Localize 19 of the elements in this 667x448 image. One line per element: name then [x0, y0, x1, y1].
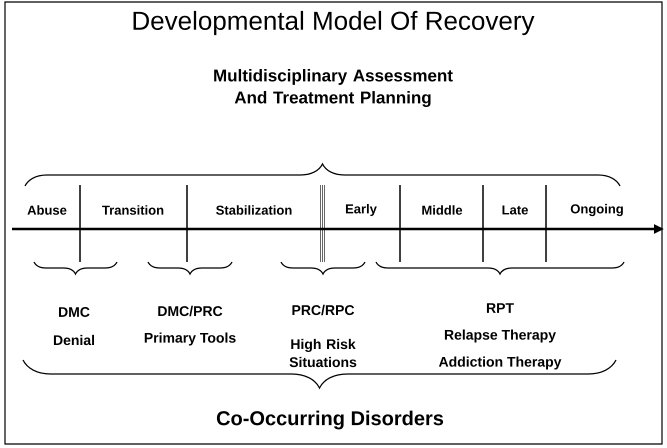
stage-label: Late	[502, 205, 528, 215]
group-label: High Risk Situations	[290, 338, 356, 368]
group-label: RPT	[486, 303, 514, 313]
stage-label: Stabilization	[216, 205, 292, 215]
group-label: Addiction Therapy	[438, 356, 562, 370]
footer-label: Co-Occurring Disorders	[216, 410, 444, 430]
stage-label: Middle	[422, 205, 462, 215]
group-label: DMC/PRC	[158, 306, 222, 316]
stage-label: Ongoing	[570, 204, 623, 216]
group-label: PRC/RPC	[292, 304, 354, 316]
stage-label: Abuse	[27, 205, 66, 215]
title: Developmental Model Of Recovery	[134, 10, 534, 36]
group-label: DMC	[59, 307, 90, 317]
stage-label: Transition	[102, 205, 164, 215]
group-label: Denial	[54, 334, 94, 346]
group-label: Primary Tools	[144, 332, 236, 346]
group-label: Relapse Therapy	[444, 329, 556, 343]
heading: Multidisciplinary Assessment And Treatment Planning	[214, 69, 453, 107]
stage-label: Early	[346, 204, 377, 216]
